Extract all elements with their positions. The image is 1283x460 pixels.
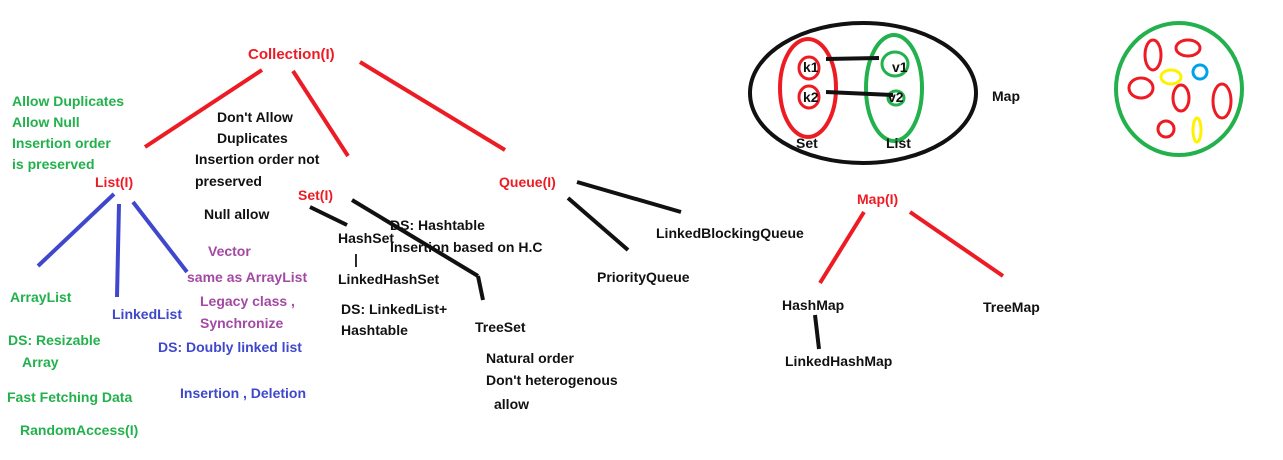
node-linkedhashmap: LinkedHashMap <box>785 353 893 369</box>
vector-note: Legacy class , <box>200 293 295 309</box>
vector-note: Synchronize <box>200 315 284 331</box>
list-note: Allow Duplicates <box>12 93 125 109</box>
key-circle-k2 <box>797 84 821 110</box>
list-label: List <box>886 135 911 151</box>
list-note: Insertion order <box>12 135 111 151</box>
edge-list-arraylist <box>36 192 116 268</box>
set-label: Set <box>796 135 818 151</box>
node-hashmap: HashMap <box>782 297 845 313</box>
node-linkedhashset: LinkedHashSet <box>338 271 440 287</box>
edge-set-treeset <box>350 198 480 278</box>
treeset-note: allow <box>494 396 530 412</box>
edge-queue-blocking <box>576 180 682 214</box>
linkedlist-ops: Insertion , Deletion <box>180 385 307 401</box>
edge-treeset-stem <box>476 275 485 301</box>
node-priorityqueue: PriorityQueue <box>597 269 690 285</box>
arraylist-random-access: RandomAccess(I) <box>20 422 139 438</box>
heap-circle <box>1114 21 1244 157</box>
edge-set-hashset <box>309 205 348 227</box>
object-shape <box>1156 119 1176 139</box>
edge-collection-list <box>143 68 264 149</box>
node-vector: Vector <box>208 243 251 259</box>
edge-queue-priority <box>566 196 630 252</box>
node-linkedlist: LinkedList <box>112 306 183 322</box>
edge-collection-queue <box>358 60 507 152</box>
key-label: k1 <box>803 59 819 75</box>
node-map: Map(I) <box>857 191 899 207</box>
value-label: v2 <box>888 89 904 105</box>
node-treeset: TreeSet <box>475 319 526 335</box>
object-shape <box>1159 68 1183 86</box>
node-list: List(I) <box>95 174 134 190</box>
node-linkedblockingqueue: LinkedBlockingQueue <box>656 225 804 241</box>
edge-map-treemap <box>908 210 1005 278</box>
vector-note: same as ArrayList <box>187 269 308 285</box>
set-note: preserved <box>195 173 262 189</box>
list-note: Allow Null <box>12 114 80 130</box>
object-shape <box>1171 83 1191 113</box>
hashset-ds: DS: Hashtable <box>390 217 485 233</box>
edge-collection-set <box>291 69 350 158</box>
object-shape <box>1174 38 1202 58</box>
arraylist-fast: Fast Fetching Data <box>7 389 133 405</box>
edge-hashmap-linkedhashmap <box>813 314 821 350</box>
edge-map-hashmap <box>818 210 866 285</box>
treeset-note: Natural order <box>486 350 574 366</box>
edge-list-linkedlist <box>115 203 121 298</box>
node-queue: Queue(I) <box>499 174 556 190</box>
key-circle-k1 <box>797 55 821 81</box>
object-shape <box>1211 82 1233 120</box>
hashset-ds: Insertion based on H.C <box>390 239 543 255</box>
hashset-pipe: | <box>354 251 358 267</box>
list-note: is preserved <box>12 156 95 172</box>
object-shape <box>1143 38 1163 72</box>
set-note: Insertion order not <box>195 151 320 167</box>
value-circle-v1 <box>880 50 910 78</box>
object-shape <box>1191 63 1209 81</box>
mapping-k1-v1 <box>825 56 880 61</box>
node-arraylist: ArrayList <box>10 289 72 305</box>
linkedlist-ds: DS: Doubly linked list <box>158 339 302 355</box>
object-shape <box>1127 76 1155 100</box>
value-list-ellipse <box>864 33 924 143</box>
key-set-ellipse <box>778 37 838 139</box>
object-shape <box>1191 116 1203 144</box>
linkedhashset-ds: Hashtable <box>341 322 408 338</box>
map-outer-ellipse <box>748 21 978 165</box>
value-circle-v2 <box>886 89 906 107</box>
treeset-note: Don't heterogenous <box>486 372 618 388</box>
node-set: Set(I) <box>298 187 333 203</box>
mapping-k2-v2 <box>825 90 894 97</box>
node-hashset: HashSet <box>338 230 395 246</box>
edge-list-vector <box>131 200 189 274</box>
set-note: Null allow <box>204 206 270 222</box>
arraylist-ds: DS: Resizable <box>8 332 101 348</box>
node-collection: Collection(I) <box>248 46 335 63</box>
set-note: Duplicates <box>217 130 288 146</box>
linkedhashset-ds: DS: LinkedList+ <box>341 301 448 317</box>
node-treemap: TreeMap <box>983 299 1040 315</box>
set-note: Don't Allow <box>217 109 293 125</box>
key-label: k2 <box>803 89 819 105</box>
map-title: Map <box>992 88 1020 104</box>
arraylist-ds: Array <box>22 354 59 370</box>
value-label: v1 <box>892 59 908 75</box>
